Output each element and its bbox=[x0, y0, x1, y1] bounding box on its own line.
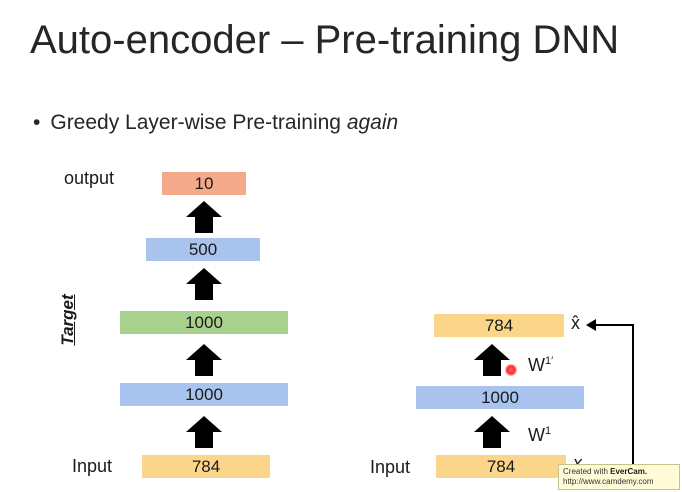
left-arrowhead-icon bbox=[586, 319, 596, 331]
layer-hidden-1000: 1000 bbox=[416, 386, 584, 409]
layer-input-784-right: 784 bbox=[436, 455, 566, 478]
watermark-line2: http://www.camdemy.com bbox=[563, 477, 654, 486]
layer-1000-bottom: 1000 bbox=[120, 383, 288, 406]
output-label: output bbox=[64, 168, 115, 188]
up-arrow-icon bbox=[186, 416, 222, 448]
layer-input-784-left: 784 bbox=[142, 455, 270, 478]
bullet-dot-icon: • bbox=[33, 111, 41, 134]
watermark-prefix: Created with bbox=[563, 467, 611, 476]
x-hat-label: x̂ bbox=[571, 313, 580, 333]
bullet-emphasis: again bbox=[346, 111, 399, 134]
weight-w1-sup: 1 bbox=[545, 425, 552, 437]
watermark-brand: EverCam. bbox=[610, 467, 648, 476]
layer-reconstruction-784: 784 bbox=[434, 314, 564, 337]
weight-w1-base: W bbox=[528, 425, 545, 445]
bullet-point: • Greedy Layer-wise Pre-training again bbox=[33, 111, 398, 135]
feedback-line-horizontal bbox=[594, 324, 634, 326]
layer-1000-top: 1000 bbox=[120, 311, 288, 334]
bullet-text: Greedy Layer-wise Pre-training bbox=[50, 111, 347, 134]
target-label: Target bbox=[58, 294, 77, 346]
weight-w1-prime-base: W bbox=[528, 355, 545, 375]
up-arrow-icon bbox=[186, 344, 222, 376]
feedback-line-vertical bbox=[632, 324, 634, 464]
weight-w1: W1 bbox=[528, 425, 551, 446]
layer-500: 500 bbox=[146, 238, 260, 261]
input-label-right: Input bbox=[370, 457, 411, 477]
x-label: x bbox=[573, 453, 582, 473]
pointer-cursor-icon bbox=[505, 364, 517, 376]
weight-w1-prime: W1′ bbox=[528, 355, 553, 376]
up-arrow-icon bbox=[186, 201, 222, 233]
up-arrow-icon bbox=[474, 344, 510, 376]
up-arrow-icon bbox=[474, 416, 510, 448]
slide-title: Auto-encoder – Pre-training DNN bbox=[30, 18, 620, 62]
layer-output-10: 10 bbox=[162, 172, 246, 195]
up-arrow-icon bbox=[186, 268, 222, 300]
weight-w1-prime-sup: 1′ bbox=[545, 355, 554, 367]
evercam-watermark: Created with EverCam. http://www.camdemy… bbox=[558, 464, 680, 490]
input-label-left: Input bbox=[72, 456, 113, 476]
watermark-line1: Created with EverCam. bbox=[563, 467, 675, 477]
